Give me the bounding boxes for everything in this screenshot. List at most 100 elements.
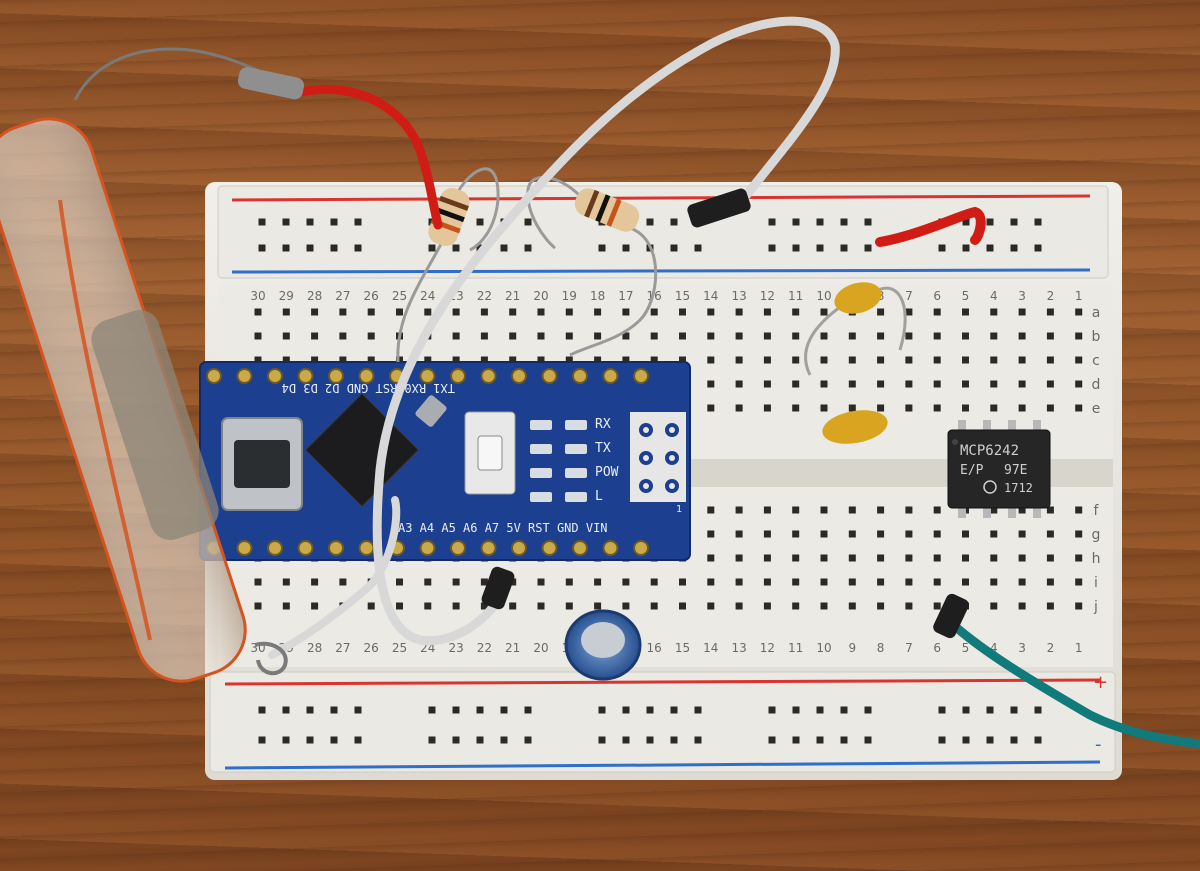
terminal-hole — [1046, 506, 1054, 514]
terminal-hole — [1018, 380, 1026, 388]
terminal-hole — [594, 578, 602, 586]
terminal-hole — [1018, 578, 1026, 586]
teal-wire — [943, 615, 1200, 749]
terminal-hole — [339, 356, 347, 364]
terminal-hole — [594, 356, 602, 364]
terminal-hole — [820, 332, 828, 340]
terminal-hole — [622, 308, 630, 316]
terminal-hole — [509, 308, 517, 316]
terminal-hole — [735, 308, 743, 316]
rail-hole — [986, 244, 994, 252]
rail-hole — [694, 706, 702, 714]
rail-hole — [670, 736, 678, 744]
rail-hole — [864, 706, 872, 714]
chip-leg — [958, 420, 966, 434]
terminal-hole — [877, 308, 885, 316]
rail-hole — [646, 706, 654, 714]
terminal-hole — [396, 308, 403, 316]
ceramic-capacitor-1 — [804, 282, 907, 376]
column-number: 27 — [335, 641, 350, 655]
terminal-hole — [820, 380, 828, 388]
rail-hole — [524, 218, 532, 226]
column-number: 21 — [505, 289, 520, 303]
terminal-hole — [311, 602, 319, 610]
rail-hole — [646, 736, 654, 744]
terminal-hole — [933, 404, 941, 412]
terminal-hole — [820, 506, 828, 514]
terminal-hole — [990, 332, 998, 340]
led-tx-resistor — [565, 444, 587, 454]
arduino-header-pins — [206, 368, 649, 556]
row-letter: f — [1094, 503, 1100, 519]
terminal-hole — [282, 578, 290, 586]
resistor2-band-2 — [595, 194, 611, 223]
rail-hole — [768, 244, 776, 252]
column-number: 6 — [933, 641, 941, 655]
rail-hole — [1034, 244, 1042, 252]
rail-hole — [840, 218, 848, 226]
rail-hole — [476, 736, 484, 744]
terminal-hole — [933, 308, 941, 316]
column-number: 10 — [816, 641, 831, 655]
chip-line-1: MCP6242 — [960, 443, 1019, 459]
icsp-pins — [639, 423, 679, 493]
terminal-hole — [735, 506, 743, 514]
terminal-hole — [1075, 308, 1083, 316]
top-header-label: TX1 RX0 RST GND D2 D3 D4 — [282, 381, 455, 395]
column-number: 5 — [962, 289, 970, 303]
terminal-hole — [679, 602, 686, 610]
rail-hole — [1034, 706, 1042, 714]
rail-hole — [524, 706, 532, 714]
column-number: 18 — [590, 289, 605, 303]
label-tx: TX — [595, 441, 611, 456]
terminal-hole — [622, 602, 630, 610]
header-pin — [328, 368, 344, 384]
terminal-hole — [452, 356, 460, 364]
terminal-hole — [1046, 356, 1054, 364]
resistor2-body — [574, 188, 640, 232]
terminal-hole — [480, 602, 488, 610]
terminal-hole — [905, 506, 913, 514]
terminal-hole — [537, 578, 545, 586]
terminal-hole — [650, 578, 658, 586]
terminal-hole — [962, 380, 969, 388]
rail-hole — [792, 244, 800, 252]
terminal-hole — [452, 578, 460, 586]
terminal-hole — [1046, 404, 1054, 412]
header-pin — [541, 540, 558, 556]
terminal-hole — [424, 356, 432, 364]
terminal-hole — [254, 578, 262, 586]
rail-hole — [452, 706, 460, 714]
rail-hole — [1010, 244, 1018, 252]
rail-hole — [840, 736, 848, 744]
terminal-hole — [650, 308, 658, 316]
header-pin — [450, 540, 466, 556]
terminal-hole — [905, 380, 913, 388]
terminal-hole — [1018, 404, 1026, 412]
icsp-pin1-marker: 1 — [676, 504, 682, 515]
rail-hole — [816, 244, 824, 252]
rail-hole — [524, 736, 532, 744]
terminal-hole — [367, 308, 375, 316]
rail-hole — [306, 736, 314, 744]
terminal-hole — [990, 530, 998, 538]
resistor2-lead-left — [526, 175, 582, 250]
arduino-nano: RX TX POW L 1 TX1 RX0 RST GND D2 D3 D4 A… — [199, 361, 691, 561]
resistor1-band-1 — [439, 195, 469, 211]
terminal-hole — [1075, 530, 1083, 538]
rail-hole — [962, 218, 970, 226]
terminal-hole — [1018, 530, 1026, 538]
rail-hole — [768, 218, 776, 226]
terminal-hole — [905, 530, 913, 538]
rail-hole — [598, 736, 606, 744]
terminal-hole — [1075, 506, 1083, 514]
terminal-hole — [848, 404, 856, 412]
terminal-hole — [650, 332, 658, 340]
column-number: 25 — [392, 641, 407, 655]
terminal-hole — [679, 356, 686, 364]
terminal-hole — [905, 332, 913, 340]
terminal-hole — [452, 308, 460, 316]
terminal-hole — [254, 356, 262, 364]
terminal-hole — [537, 332, 545, 340]
column-number: 21 — [505, 641, 520, 655]
